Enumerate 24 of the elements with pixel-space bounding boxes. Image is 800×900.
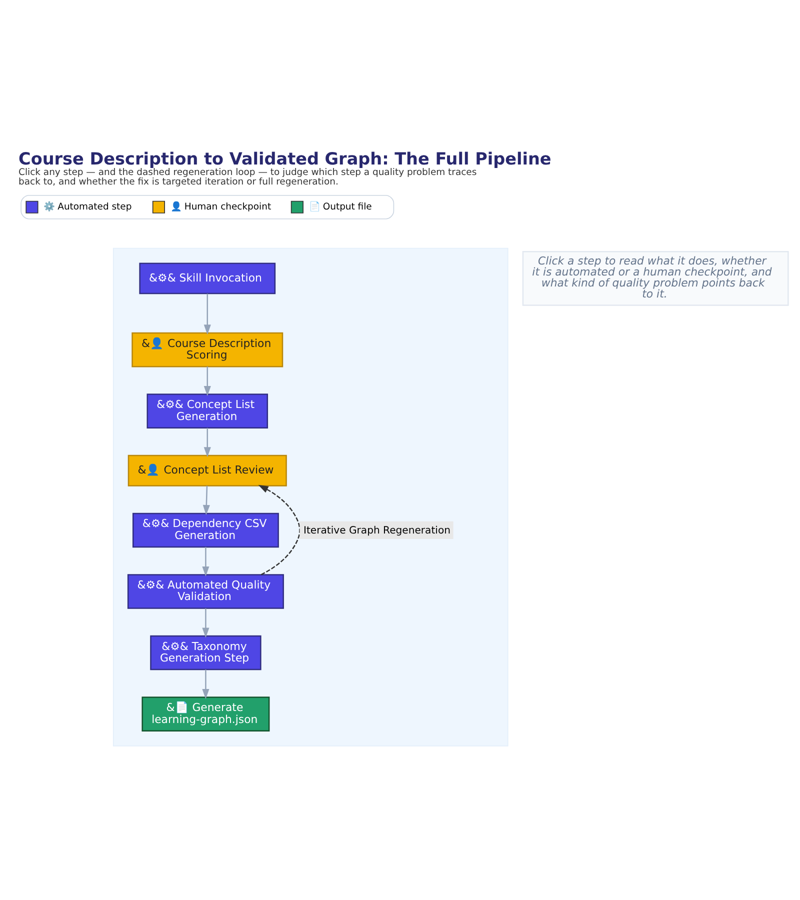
arrow bbox=[202, 546, 210, 576]
arrow bbox=[202, 669, 210, 699]
arrow bbox=[204, 428, 211, 457]
node-box: &👤 Concept List Review bbox=[128, 454, 287, 486]
node-box: Click a step to read what it does, whether it is automated or a human checkpoint, and what kind of quality problem points back to it. bbox=[522, 250, 789, 306]
edge-label: Iterative Graph Regeneration bbox=[303, 524, 450, 536]
node-box: &⚙& Taxonomy Generation Step bbox=[150, 634, 262, 670]
legend-label: 👤 Human checkpoint bbox=[170, 200, 272, 212]
arrow bbox=[202, 485, 210, 515]
node-box: &⚙& Automated Quality Validation bbox=[127, 574, 284, 608]
diagram-title: Course Description to Validated Graph: The Full Pipeline bbox=[18, 148, 552, 168]
node-box: &👤 Course Description Scoring bbox=[132, 332, 284, 367]
arrow bbox=[258, 484, 300, 575]
node-box: &📄 Generate learning-graph.json bbox=[142, 696, 270, 731]
caption: Click any step — and the dashed regeneration loop — to judge which step a quality problem traces back to, and whether the fix is targeted iteration or full regeneration. bbox=[18, 166, 477, 187]
arrow bbox=[202, 608, 210, 638]
arrow bbox=[204, 293, 211, 334]
cluster bbox=[112, 247, 508, 746]
node-box: &⚙& Skill Invocation bbox=[139, 262, 276, 294]
legend-label: 📄 Output file bbox=[308, 200, 372, 212]
legend-label: ⚙ Automated step bbox=[44, 200, 132, 212]
arrow bbox=[204, 366, 211, 396]
node-box: &⚙& Concept List Generation bbox=[146, 393, 268, 428]
node-box: &⚙& Dependency CSV Generation bbox=[132, 512, 279, 548]
